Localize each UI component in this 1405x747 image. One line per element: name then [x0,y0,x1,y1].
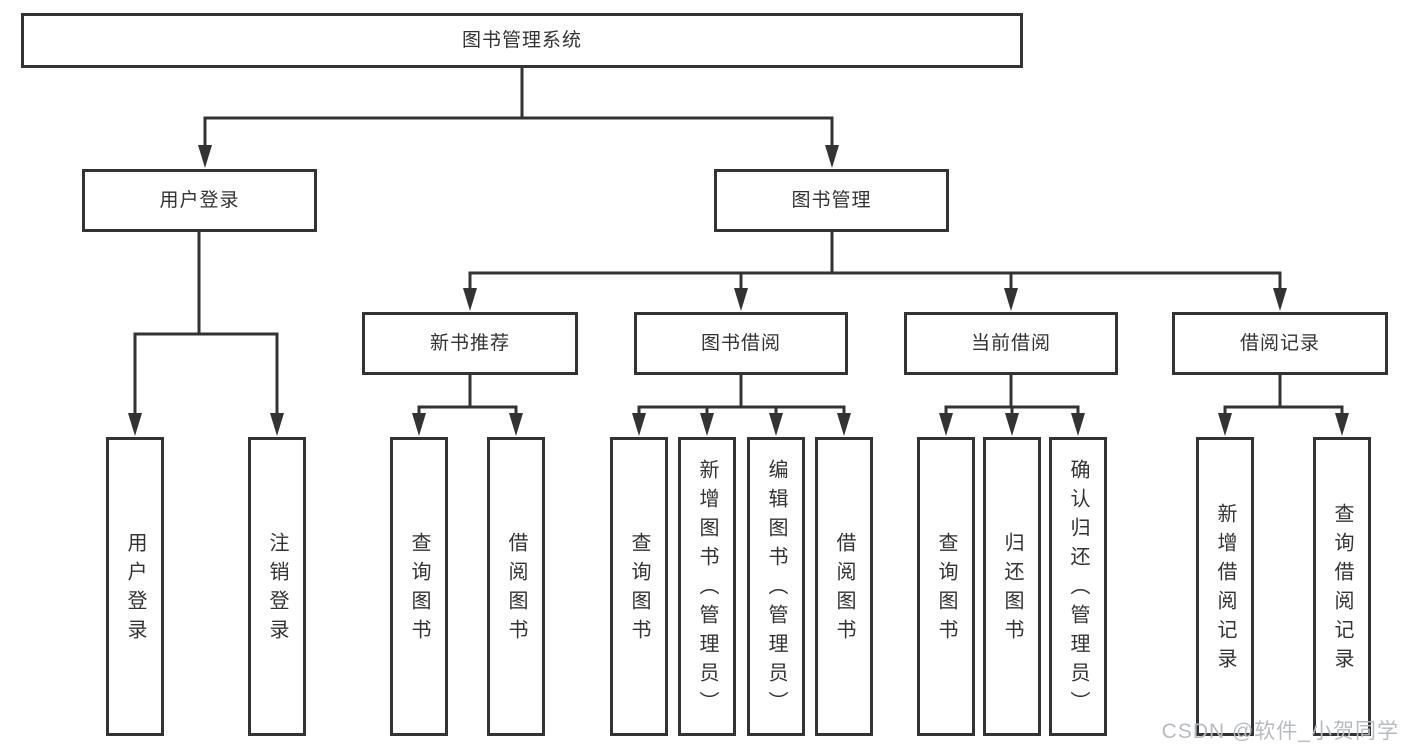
arrowhead-group [128,145,1349,436]
leaf-query-books-2: 查询图书 [610,437,668,736]
node-new-book-recommend-label: 新书推荐 [429,333,510,354]
node-system-root-label: 图书管理系统 [461,30,582,51]
node-book-borrow: 图书借阅 [634,312,848,375]
leaf-borrow-books-2: 借阅图书 [815,437,873,736]
leaf-logout: 注销登录 [248,437,306,736]
leaf-user-login: 用户登录 [106,437,164,736]
leaf-borrow-books-1: 借阅图书 [487,437,545,736]
node-current-borrow-label: 当前借阅 [970,333,1051,354]
csdn-watermark: CSDN @软件_小贺同学 [1161,720,1399,743]
leaf-confirm-return-admin: 确认归还（管理员） [1049,437,1107,736]
leaf-return-books: 归还图书 [983,437,1041,736]
node-user-login-label: 用户登录 [159,190,240,211]
node-borrow-records: 借阅记录 [1172,312,1388,375]
node-new-book-recommend: 新书推荐 [362,312,578,375]
node-system-root: 图书管理系统 [21,13,1023,68]
node-borrow-records-label: 借阅记录 [1239,333,1320,354]
node-book-borrow-label: 图书借阅 [700,333,781,354]
node-user-login: 用户登录 [82,169,317,232]
leaf-edit-books-admin: 编辑图书（管理员） [747,437,805,736]
leaf-add-borrow-record: 新增借阅记录 [1196,437,1254,736]
leaf-query-borrow-record: 查询借阅记录 [1313,437,1371,736]
node-current-borrow: 当前借阅 [904,312,1118,375]
leaf-query-books-1: 查询图书 [390,437,448,736]
node-book-management: 图书管理 [714,169,949,232]
node-book-management-label: 图书管理 [791,190,872,211]
leaf-query-books-3: 查询图书 [917,437,975,736]
leaf-add-books-admin: 新增图书（管理员） [678,437,736,736]
